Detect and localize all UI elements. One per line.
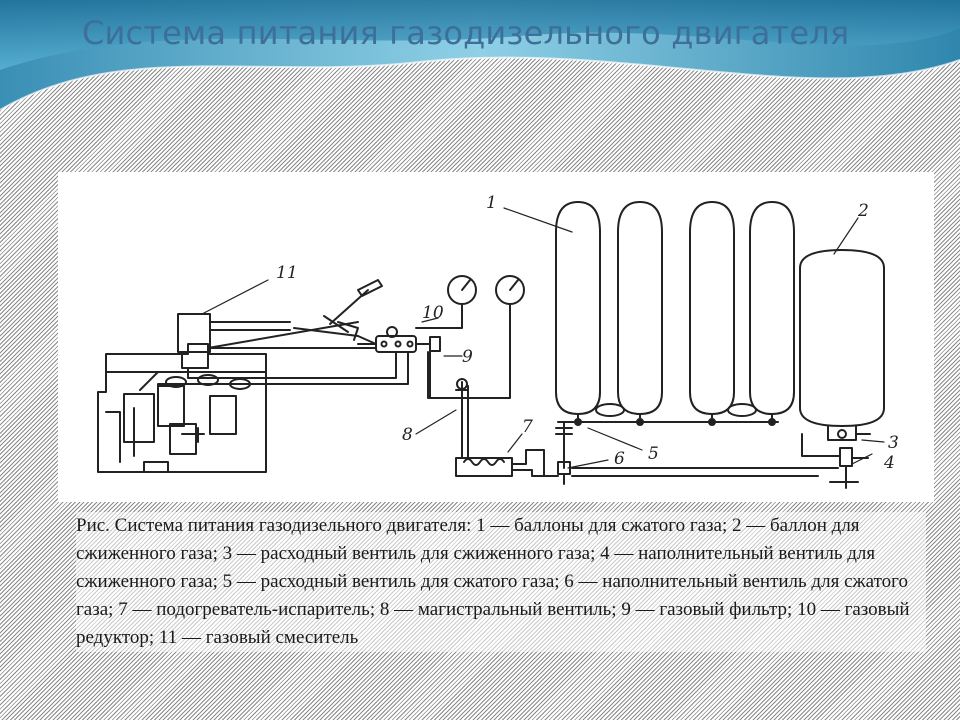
pedal-linkage <box>207 279 383 349</box>
label-7: 7 <box>522 417 533 437</box>
label-11: 11 <box>276 263 298 283</box>
label-4: 4 <box>883 453 895 473</box>
callout-labels: 1 2 3 4 5 6 7 8 9 10 11 <box>276 193 899 473</box>
main-valve <box>429 351 471 459</box>
label-8: 8 <box>402 425 413 445</box>
fuel-system-diagram: 1 2 3 4 5 6 7 8 9 10 11 <box>97 193 899 489</box>
label-2: 2 <box>857 201 869 221</box>
intake-pipes <box>157 347 409 387</box>
label-3: 3 <box>888 433 899 453</box>
compressed-gas-cylinders <box>555 201 795 426</box>
label-1: 1 <box>486 193 497 213</box>
label-5: 5 <box>648 444 659 464</box>
compressed-gas-valves <box>535 421 839 485</box>
label-9: 9 <box>462 347 473 367</box>
liquefied-gas-cylinder <box>799 249 885 489</box>
figure-panel: 1 2 3 4 5 6 7 8 9 10 11 <box>58 172 934 502</box>
slide-title: Система питания газодизельного двигателя <box>82 14 850 52</box>
leader-lines <box>201 207 885 469</box>
label-10: 10 <box>422 303 444 323</box>
heater-evaporator <box>455 449 559 477</box>
figure-caption: Рис. Система питания газодизельного двиг… <box>76 512 926 652</box>
label-6: 6 <box>614 449 625 469</box>
engine-block <box>97 343 267 473</box>
top-wave-banner <box>0 0 960 111</box>
gas-mixer <box>177 313 291 369</box>
